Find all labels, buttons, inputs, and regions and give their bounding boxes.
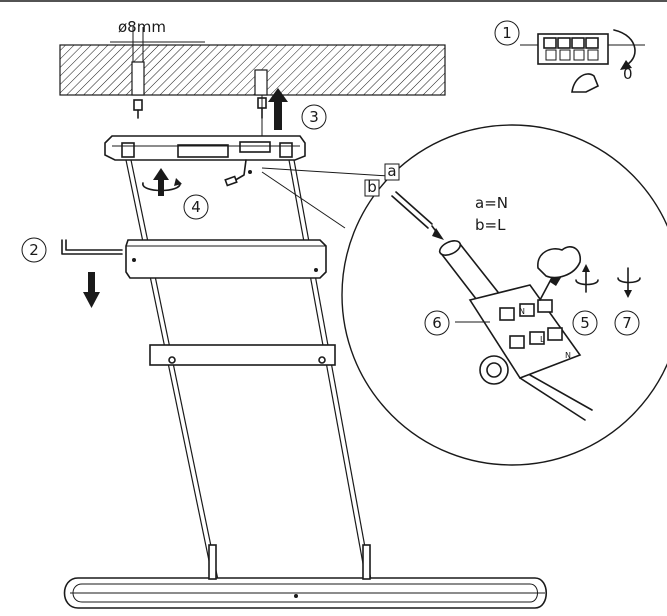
spacer-bar	[149, 344, 336, 366]
allen-key-icon	[61, 239, 123, 255]
step-7-marker: 7	[614, 310, 640, 336]
wire-label-a: a	[384, 162, 400, 181]
drill-dimension: ø8mm	[110, 18, 205, 62]
detail-callout: N L N	[341, 124, 667, 466]
arrow-down-icon	[83, 272, 100, 308]
suspension-cables	[125, 159, 372, 581]
step-3-marker: 3	[301, 104, 327, 130]
terminal-mark-n2: N	[565, 351, 571, 360]
step-1-marker: 1	[494, 20, 520, 46]
breaker-panel: 0	[520, 29, 645, 93]
step-3-number: 3	[309, 108, 319, 126]
arrow-up-icon	[274, 100, 282, 130]
step-2-marker: 2	[21, 237, 47, 263]
switch-off-arrow	[613, 29, 636, 67]
drill-hole-left	[131, 61, 145, 96]
tighten-icon	[575, 264, 599, 293]
terminal-block	[468, 284, 582, 379]
hand-switch-icon	[571, 73, 600, 93]
step-5-number: 5	[580, 314, 590, 332]
legend-line-2: b=L	[475, 216, 506, 234]
step-7-number: 7	[622, 314, 632, 332]
lamp-body	[63, 544, 548, 609]
step-6-number: 6	[432, 314, 442, 332]
wire-label-b: b	[364, 178, 380, 197]
ceiling-canopy	[104, 135, 306, 161]
drill-hole-right	[254, 69, 268, 96]
wire-label-a-text: a	[387, 162, 396, 180]
switch-position-label: 0	[623, 65, 633, 83]
step-5-marker: 5	[572, 310, 598, 336]
terminal-mark-n: N	[519, 307, 525, 316]
rotate-up-icon	[142, 168, 182, 196]
screw-left	[133, 99, 143, 119]
mounting-block	[125, 239, 327, 279]
step-1-number: 1	[502, 24, 512, 42]
step-2-number: 2	[29, 241, 39, 259]
loosen-icon	[617, 267, 641, 298]
arrow-down-right-icon	[432, 228, 444, 240]
legend-line-1: a=N	[475, 194, 508, 212]
terminal-mark-l: L	[540, 335, 545, 344]
ceiling	[59, 44, 446, 96]
hand-icon	[537, 246, 582, 279]
step-4-number: 4	[191, 198, 201, 216]
cable-connector-small	[224, 159, 252, 187]
wire-label-b-text: b	[367, 178, 377, 196]
step-6-marker: 6	[424, 310, 450, 336]
drill-spec-label: ø8mm	[118, 18, 166, 36]
step-4-marker: 4	[183, 194, 209, 220]
